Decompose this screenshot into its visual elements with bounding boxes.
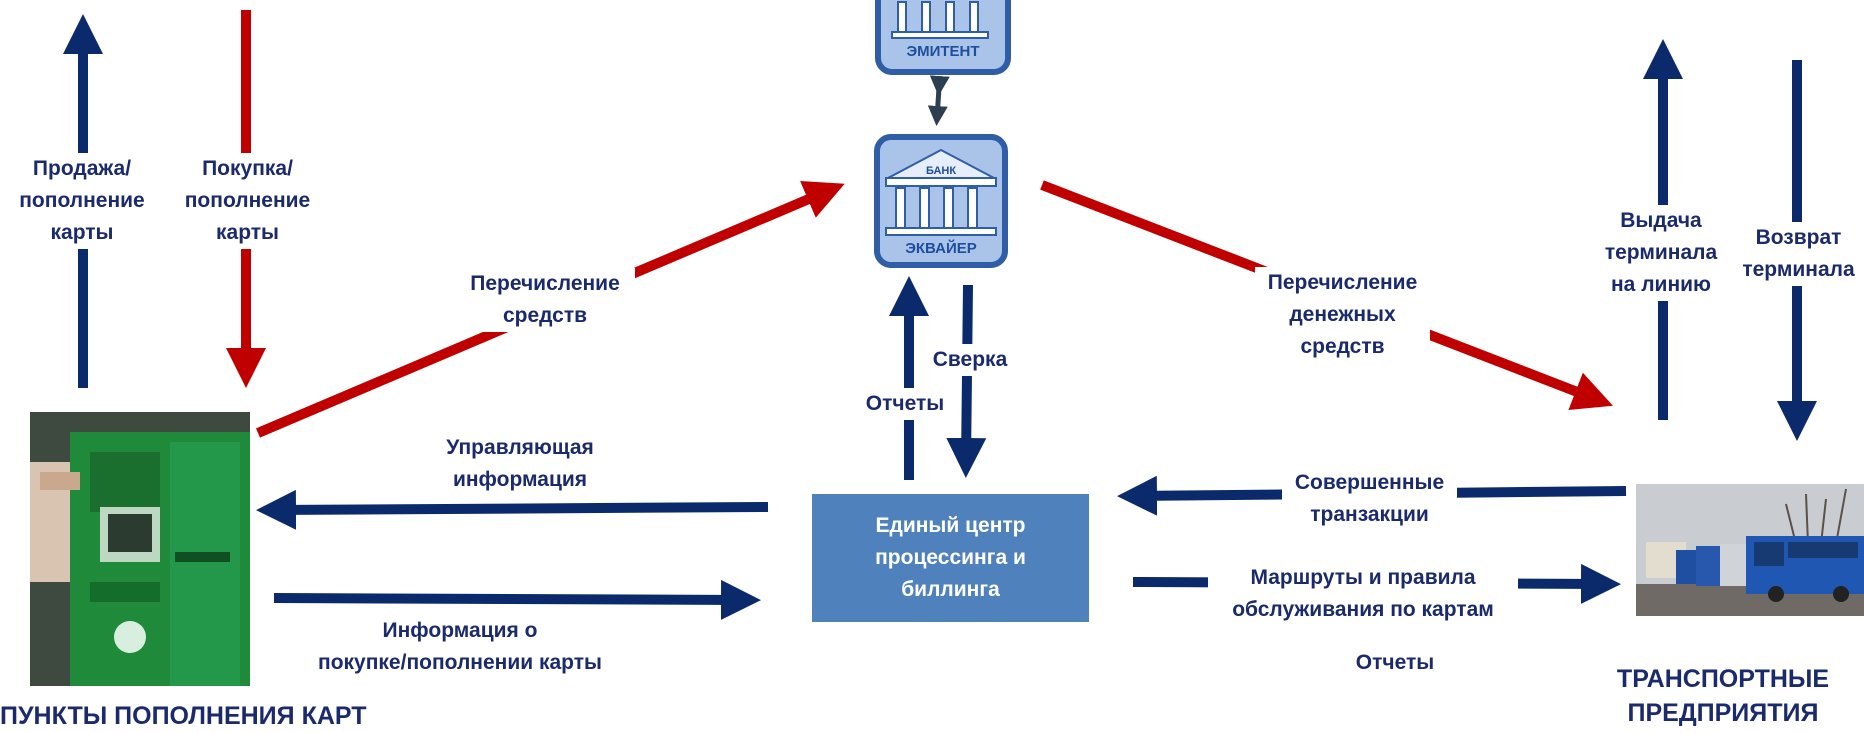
purchase-label: Покупка/ пополнение карты <box>170 153 325 249</box>
atm-drawing <box>30 412 250 686</box>
bank-building-icon <box>891 1 989 39</box>
purchase-info-arrow <box>273 579 761 620</box>
routes-label: Маршруты и правила обслуживания по карта… <box>1208 562 1518 626</box>
center-line-2: процессинга и <box>875 546 1026 569</box>
points-heading: ПУНКТЫ ПОПОЛНЕНИЯ КАРТ <box>0 702 367 730</box>
issuer-acquirer-link <box>927 75 950 126</box>
bank-building-icon <box>885 148 997 236</box>
processing-center-box: Единый центр процессинга и биллинга <box>812 494 1089 622</box>
city-buses-photo <box>1636 484 1864 616</box>
buses-drawing <box>1636 484 1864 616</box>
reports-bank-label: Отчеты <box>855 388 955 420</box>
sale-label: Продажа/ пополнение карты <box>2 153 162 249</box>
center-line-3: биллинга <box>901 578 1000 601</box>
acquirer-bank: БАНК ЭКВАЙЕР <box>874 134 1008 268</box>
terminal-return-label: Возврат терминала <box>1733 222 1864 286</box>
control-info-arrow <box>256 489 769 530</box>
transactions-label: Совершенные транзакции <box>1282 467 1457 531</box>
issuer-bank: ЭМИТЕНТ <box>875 0 1011 75</box>
control-info-label: Управляющая информация <box>425 432 615 496</box>
transfer-money-label: Перечисление денежных средств <box>1255 267 1430 363</box>
reports-transport-label: Отчеты <box>1345 647 1445 679</box>
transport-heading: ТРАНСПОРТНЫЕ ПРЕДПРИЯТИЯ <box>1616 665 1830 727</box>
purchase-info-label: Информация о покупке/пополнении карты <box>290 615 630 679</box>
card-top-up-terminal-photo <box>30 412 250 686</box>
terminal-issue-label: Выдача терминала на линию <box>1589 205 1733 301</box>
transfer-funds-label: Перечисление средств <box>455 268 635 332</box>
issuer-label: ЭМИТЕНТ <box>906 43 979 60</box>
acquirer-top-label: БАНК <box>926 165 956 177</box>
reconciliation-label: Сверка <box>925 344 1015 376</box>
acquirer-label: ЭКВАЙЕР <box>905 239 977 257</box>
center-line-1: Единый центр <box>875 514 1026 537</box>
